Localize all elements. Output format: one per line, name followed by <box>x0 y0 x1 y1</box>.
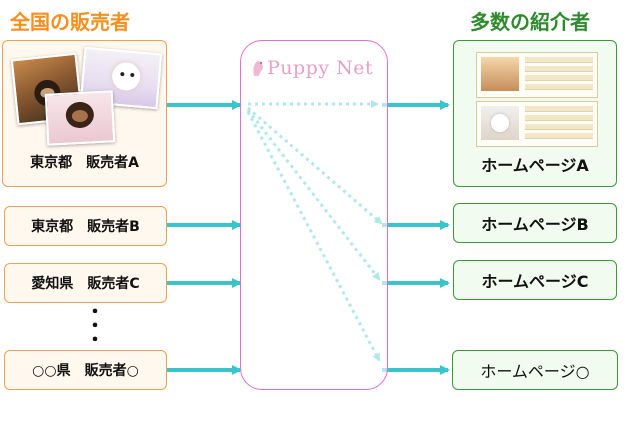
seller-box-c: 愛知県 販売者C <box>4 263 167 303</box>
seller-box-b: 東京都 販売者B <box>4 206 167 246</box>
homepage-box-b: ホームページB <box>453 203 617 243</box>
homepage-label-a: ホームページA <box>481 156 589 175</box>
puppy-photo-3 <box>44 90 116 146</box>
seller-label-a: 東京都 販売者A <box>30 155 139 171</box>
seller-label-b: 東京都 販売者B <box>31 219 140 235</box>
homepage-label-b: ホームページB <box>481 215 589 234</box>
homepage-label-o: ホームページ○ <box>480 362 590 381</box>
homepage-screenshot-2 <box>476 101 598 147</box>
vertical-ellipsis: ・ ・ ・ <box>86 302 104 351</box>
homepage-screenshot-1 <box>476 52 598 98</box>
puppy-net-hub: Puppy Net <box>240 40 388 390</box>
puppy-net-logo-text: Puppy Net <box>267 57 374 79</box>
homepage-label-c: ホームページC <box>481 272 589 291</box>
puppy-net-logo: Puppy Net <box>251 57 373 79</box>
seller-box-o: ○○県 販売者○ <box>4 350 167 390</box>
homepage-box-o: ホームページ○ <box>452 350 618 390</box>
left-heading: 全国の販売者 <box>10 10 130 34</box>
right-heading: 多数の紹介者 <box>470 10 590 34</box>
homepage-box-c: ホームページC <box>453 260 617 300</box>
paw-dog-icon <box>253 60 263 76</box>
seller-label-o: ○○県 販売者○ <box>32 363 139 379</box>
seller-label-c: 愛知県 販売者C <box>31 276 140 292</box>
